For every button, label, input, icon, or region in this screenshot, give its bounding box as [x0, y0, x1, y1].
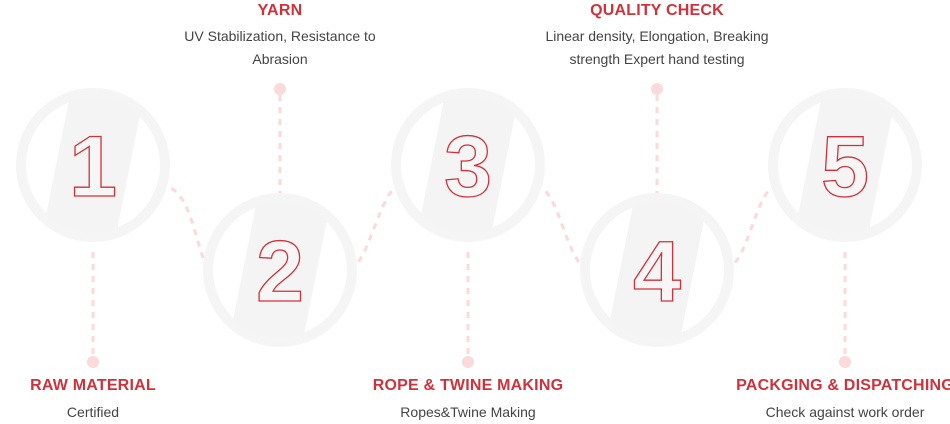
- step-circle-4: 4: [580, 193, 734, 347]
- step-circle-3: 3: [391, 88, 545, 242]
- step-title: PACKGING & DISPATCHING: [736, 377, 950, 394]
- step-number: 1: [69, 119, 117, 215]
- step-circle-5: 5: [768, 88, 922, 242]
- step-description: Linear density, Elongation, Breaking str…: [545, 28, 769, 67]
- step-title: QUALITY CHECK: [590, 2, 724, 19]
- step-circle-1: 1: [16, 88, 170, 242]
- step-description: Certified: [66, 404, 120, 420]
- step-title: ROPE & TWINE MAKING: [372, 377, 564, 394]
- step-number: 5: [821, 119, 869, 215]
- step-circle-2: 2: [203, 193, 357, 347]
- step-description: UV Stabilization, Resistance to Abrasion: [184, 28, 376, 67]
- step-description: Check against work order: [765, 404, 925, 420]
- step-description: Ropes&Twine Making: [400, 404, 536, 420]
- step-number: 4: [633, 224, 681, 320]
- step-number: 2: [256, 224, 304, 320]
- step-title: YARN: [257, 2, 303, 19]
- connector-dots: [87, 83, 851, 368]
- step-title: RAW MATERIAL: [30, 377, 156, 394]
- step-number: 3: [444, 119, 492, 215]
